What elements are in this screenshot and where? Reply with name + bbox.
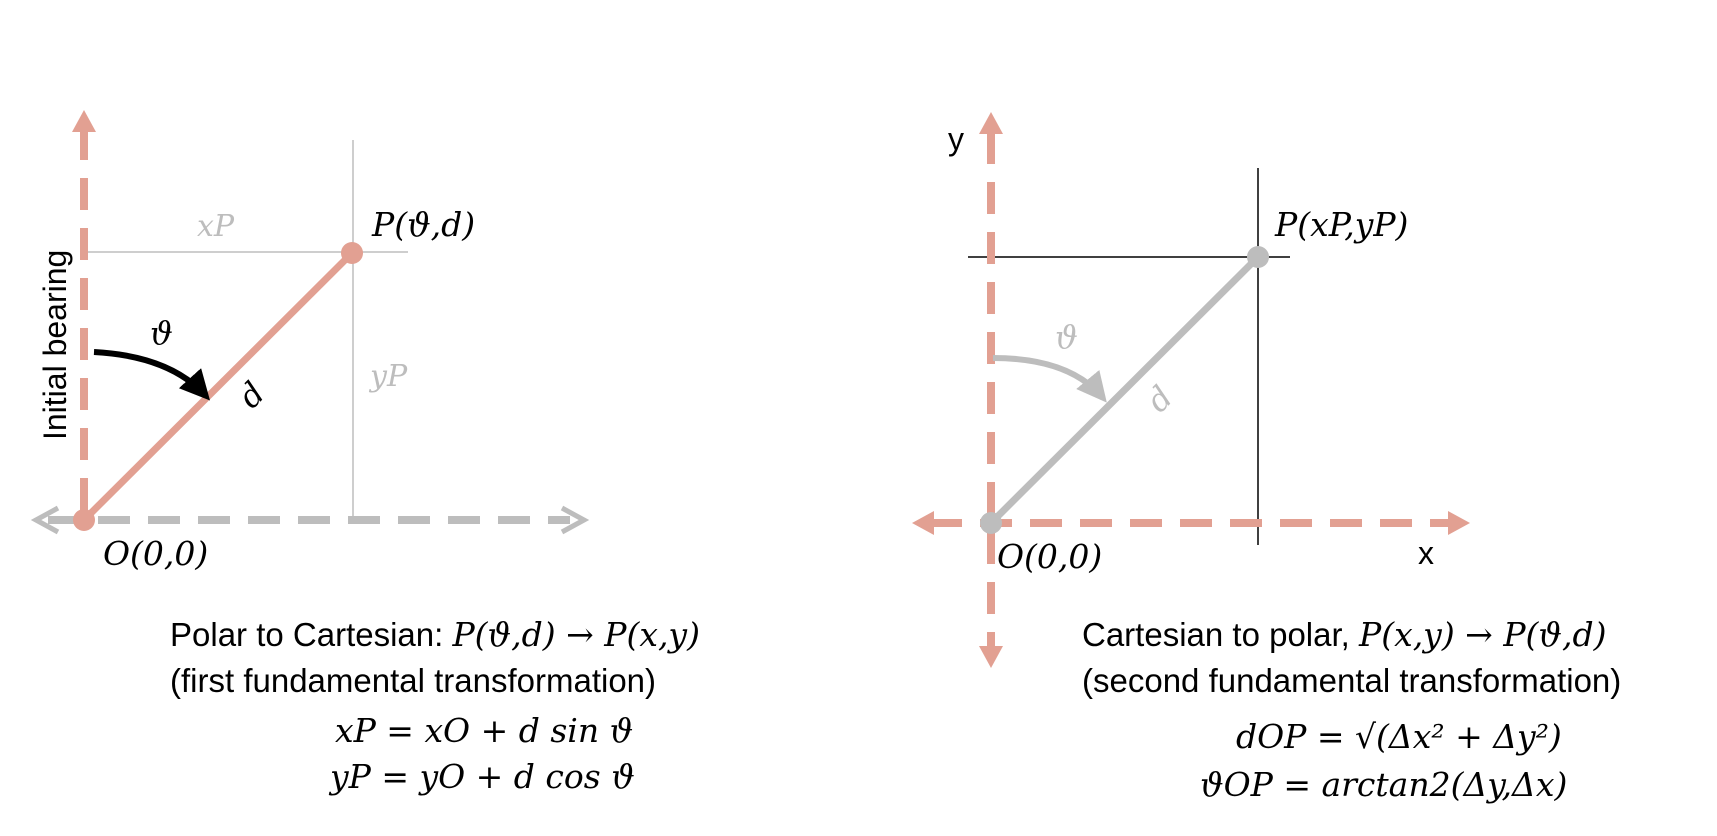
right-d-label: d xyxy=(1139,378,1180,419)
left-bearing-axis-arrow xyxy=(72,110,96,132)
left-theta-arc xyxy=(93,349,211,401)
right-distance-line xyxy=(988,254,1261,526)
right-caption-line1: Cartesian to polar, P(x,y) → P(ϑ,d) xyxy=(1082,615,1606,654)
right-caption-prefix: Cartesian to polar, xyxy=(1082,616,1359,653)
left-caption-math: P(ϑ,d) → P(x,y) xyxy=(451,615,699,654)
right-x-axis-arrow-left xyxy=(912,511,934,535)
left-origin-point xyxy=(73,509,95,531)
left-axis-label: Initial bearing xyxy=(37,250,73,440)
right-point-label: P(xP,yP) xyxy=(1274,205,1408,244)
right-x-axis-arrow-right xyxy=(1448,511,1470,535)
left-caption-prefix: Polar to Cartesian: xyxy=(170,616,452,653)
left-yp-label: yP xyxy=(368,359,408,394)
right-y-axis-label: y xyxy=(948,121,964,157)
left-caption-line2: (first fundamental transformation) xyxy=(170,662,656,699)
left-point-p xyxy=(341,242,363,264)
right-x-axis-label: x xyxy=(1418,535,1434,571)
right-caption-math: P(x,y) → P(ϑ,d) xyxy=(1358,615,1606,654)
left-horizontal-axis-arrow-left xyxy=(30,505,60,535)
right-caption-line2: (second fundamental transformation) xyxy=(1082,662,1621,699)
left-d-label: d xyxy=(231,374,272,415)
right-origin-point xyxy=(980,512,1002,534)
left-caption-line1: Polar to Cartesian: P(ϑ,d) → P(x,y) xyxy=(170,615,700,654)
right-point-p xyxy=(1247,246,1269,268)
right-y-axis-arrow-up xyxy=(979,112,1003,134)
left-equation-2: yP = yO + d cos ϑ xyxy=(328,757,635,796)
left-point-label: P(ϑ,d) xyxy=(371,205,475,244)
left-xp-label: xP xyxy=(197,209,235,244)
right-diagram: y x P(xP,yP) O(0,0) ϑ d Cartesian to pol… xyxy=(912,112,1621,804)
left-diagram: Initial bearing P(ϑ,d) O(0,0) xP yP ϑ d … xyxy=(30,110,700,796)
left-theta-label: ϑ xyxy=(150,314,173,352)
left-distance-line xyxy=(81,250,355,523)
right-theta-arc xyxy=(992,355,1107,403)
right-y-axis-arrow-down xyxy=(979,646,1003,668)
right-origin-label: O(0,0) xyxy=(997,537,1102,576)
left-horizontal-axis-arrow-right xyxy=(560,505,590,535)
left-origin-label: O(0,0) xyxy=(103,534,208,573)
left-equation-1: xP = xO + d sin ϑ xyxy=(335,711,633,750)
right-equation-1: dOP = √(Δx² + Δy²) xyxy=(1236,717,1562,756)
right-equation-2: ϑOP = arctan2(Δy,Δx) xyxy=(1200,765,1567,804)
right-theta-label: ϑ xyxy=(1055,318,1078,356)
